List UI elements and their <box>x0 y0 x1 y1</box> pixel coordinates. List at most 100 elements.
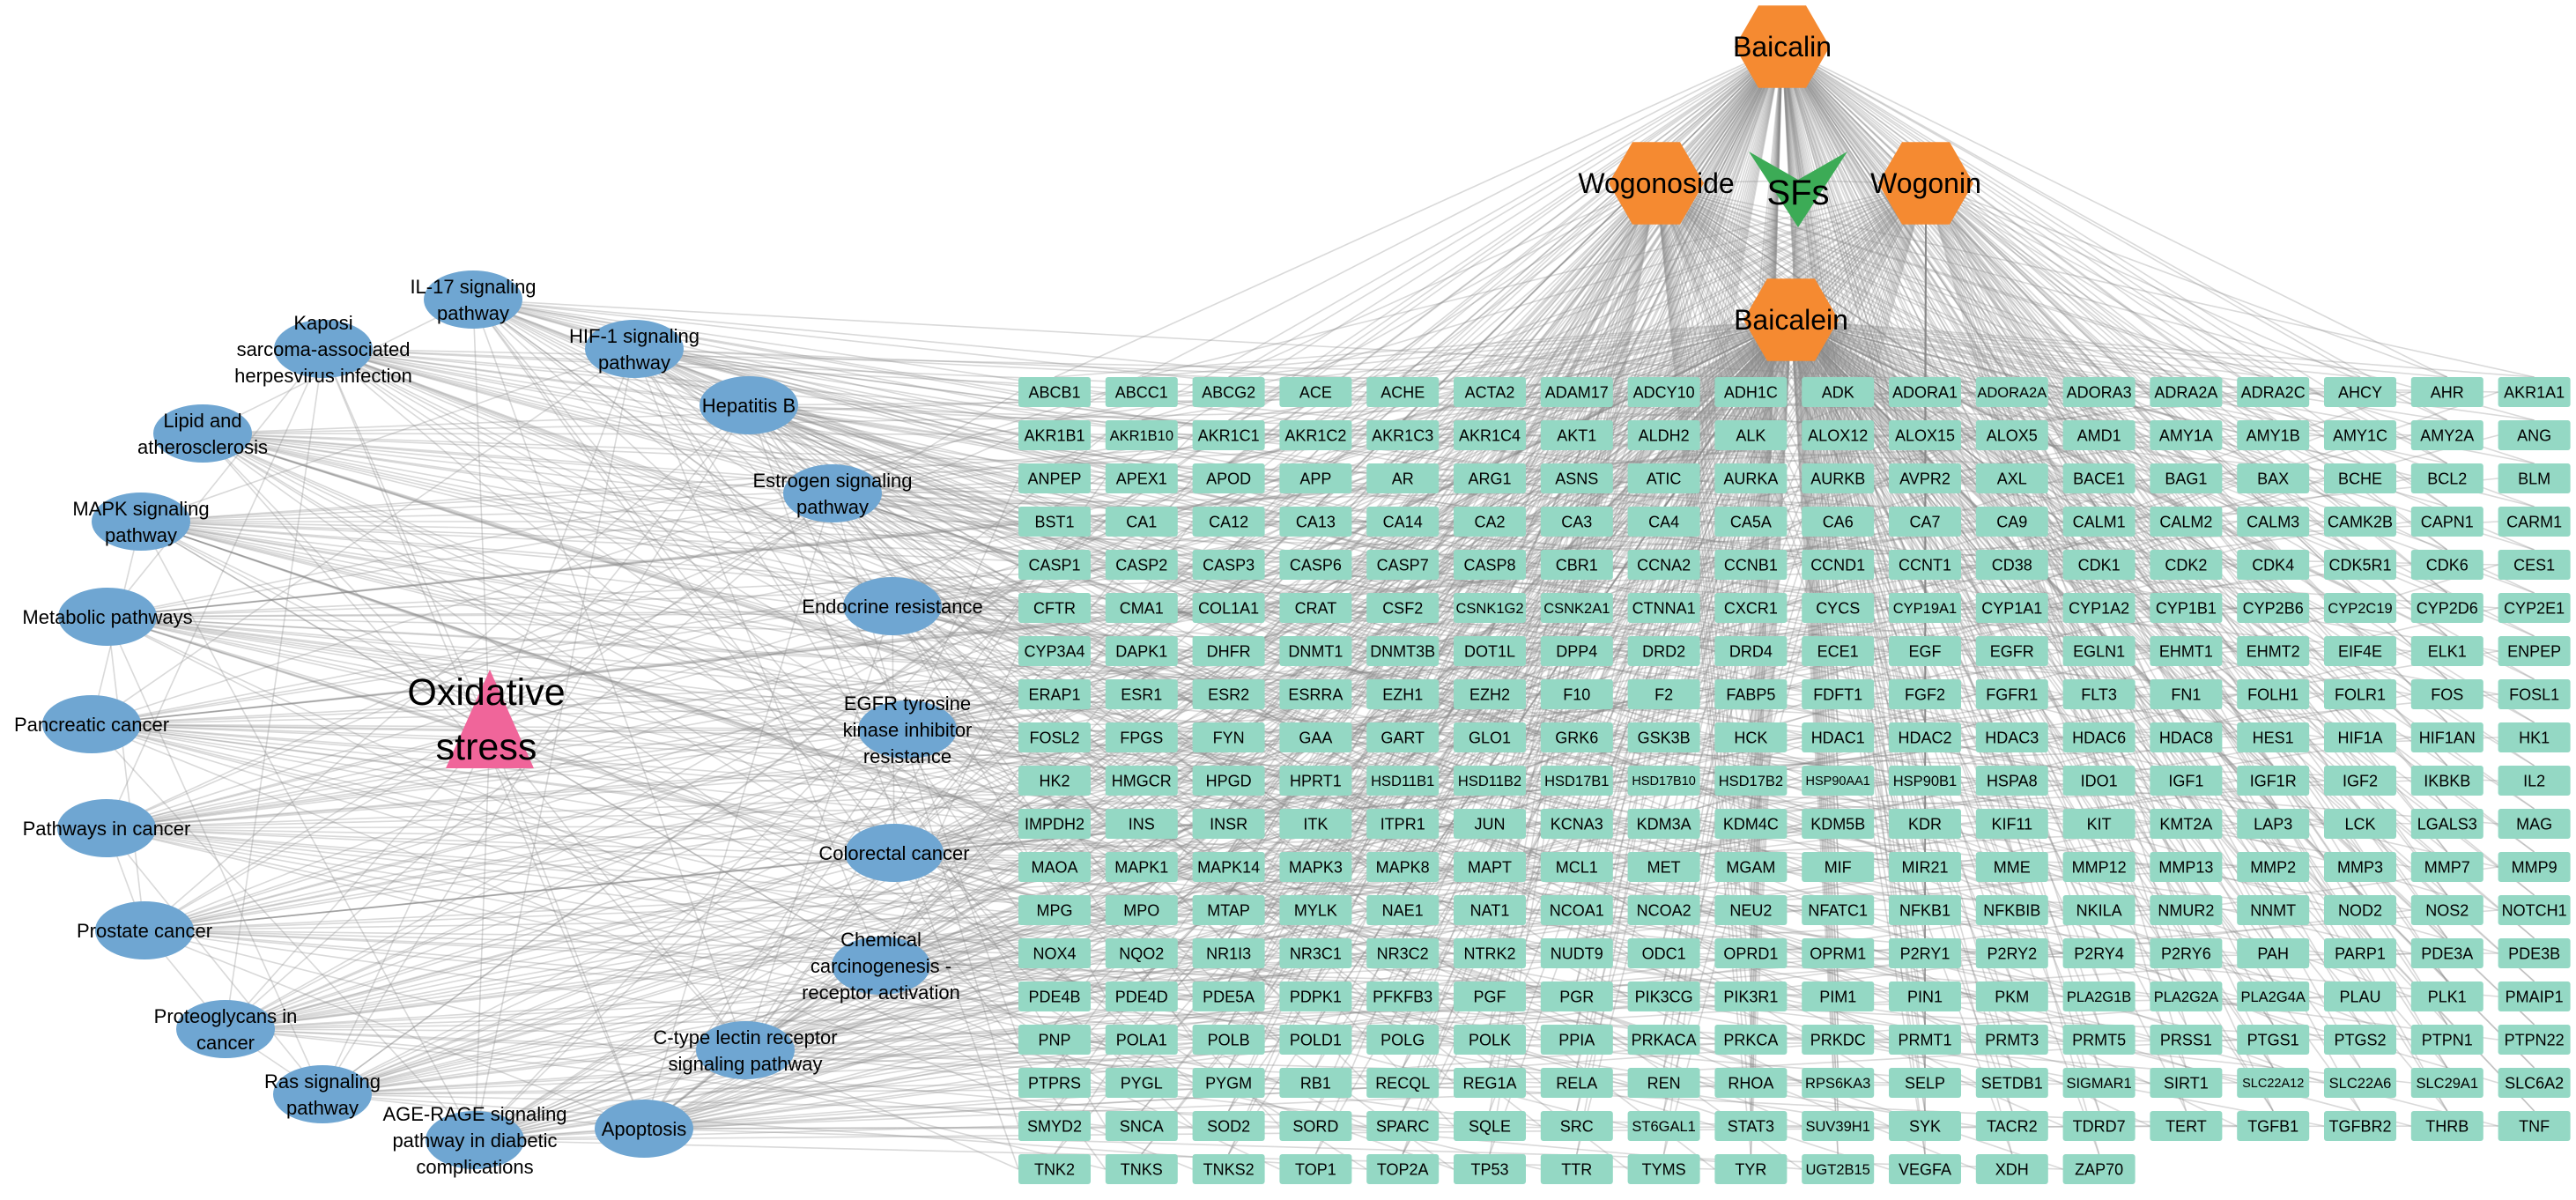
target-box <box>1540 722 1613 752</box>
target-node: CYP19A1 <box>1889 593 1961 623</box>
target-node: HCK <box>1714 722 1788 752</box>
network-edge <box>1781 46 2361 637</box>
target-box <box>1540 550 1613 580</box>
target-label: P2RY4 <box>2074 944 2124 962</box>
target-label: MYLK <box>1294 901 1337 919</box>
target-node: DOT1L <box>1454 636 1526 666</box>
network-edge <box>1141 182 1927 464</box>
target-label: CSNK2A1 <box>1543 601 1610 617</box>
target-node: MTAP <box>1192 895 1265 925</box>
target-label: THRB <box>2425 1117 2469 1135</box>
target-label: HCK <box>1734 729 1767 746</box>
target-node: MAPK1 <box>1105 852 1178 882</box>
target-node: CYP1A2 <box>2062 593 2136 623</box>
target-node: IL2 <box>2498 766 2571 796</box>
target-node: DRD4 <box>1714 636 1788 666</box>
pathway-label: Lipid and <box>163 410 241 432</box>
target-label: SIRT1 <box>2164 1074 2209 1092</box>
target-label: SELP <box>1905 1074 1945 1092</box>
target-label: FPGS <box>1120 729 1163 746</box>
network-edge <box>1141 319 1792 594</box>
network-edge <box>1054 46 1783 421</box>
target-node: HSD17B10 <box>1627 766 1700 796</box>
network-edge <box>1141 182 1927 723</box>
target-node: CDK2 <box>2150 550 2223 580</box>
target-box <box>1714 377 1788 407</box>
target-box <box>2062 1068 2136 1098</box>
target-label: MIR21 <box>1901 858 1948 876</box>
target-label: CES1 <box>2513 556 2555 574</box>
target-label: CASP7 <box>1377 556 1429 574</box>
pathway-label: Pancreatic cancer <box>14 714 169 736</box>
target-node: PGF <box>1454 981 1526 1011</box>
target-node: CRAT <box>1279 593 1352 623</box>
target-box <box>2237 420 2310 450</box>
target-box <box>2324 895 2396 925</box>
target-node: MAPK8 <box>1366 852 1440 882</box>
target-node: EZH2 <box>1454 679 1526 709</box>
pathway-label: pathway <box>105 524 177 546</box>
target-box <box>2150 507 2223 537</box>
target-node: RHOA <box>1714 1068 1788 1098</box>
target-label: FOSL1 <box>2509 685 2559 703</box>
target-node: ADORA2A <box>1975 377 2048 407</box>
network-edge <box>91 723 1628 1127</box>
target-node: MYLK <box>1279 895 1352 925</box>
target-node: PIN1 <box>1889 981 1961 1011</box>
target-box <box>2324 766 2396 796</box>
pathway-label: IL-17 signaling <box>410 276 536 298</box>
network-edge <box>1402 46 1783 594</box>
target-label: ASNS <box>1555 470 1598 487</box>
network-edge <box>1489 319 1792 594</box>
target-node: PRMT5 <box>2062 1025 2136 1055</box>
target-box <box>1018 938 1091 968</box>
network-edge <box>1662 182 1927 1026</box>
target-node: ACHE <box>1366 377 1440 407</box>
network-edge <box>744 391 2063 1051</box>
pathway-label: pathway <box>437 302 509 324</box>
target-node: ITPR1 <box>1366 809 1440 839</box>
target-node: ANG <box>2498 420 2571 450</box>
target-node: ADH1C <box>1714 377 1788 407</box>
target-node: GART <box>1366 722 1440 752</box>
network-edge <box>489 348 635 732</box>
target-box <box>2498 507 2571 537</box>
target-node: GLO1 <box>1454 722 1526 752</box>
target-node: ODC1 <box>1627 938 1700 968</box>
target-box <box>1018 1111 1091 1141</box>
network-edge <box>1228 319 1792 378</box>
target-node: PDE4D <box>1105 981 1178 1011</box>
network-edge <box>1054 319 1792 594</box>
target-node: FOLR1 <box>2324 679 2396 709</box>
network-edge <box>643 1039 2238 1130</box>
network-edge <box>1315 319 1792 594</box>
target-box <box>1540 766 1613 796</box>
target-box <box>1889 420 1961 450</box>
target-node: ALK <box>1714 420 1788 450</box>
pathway-label: AGE-RAGE signaling <box>382 1103 566 1125</box>
target-label: FYN <box>1213 729 1245 746</box>
network-edge <box>907 564 1280 730</box>
network-edge <box>1790 319 2535 378</box>
network-edge <box>144 930 1106 1170</box>
network-edge <box>1227 182 1657 1026</box>
network-edge <box>1790 319 2013 853</box>
network-edge <box>472 299 491 732</box>
network-edge <box>107 616 1802 781</box>
target-box <box>1627 852 1700 882</box>
target-box <box>1366 420 1440 450</box>
pathway-label: Apoptosis <box>602 1118 687 1140</box>
target-box <box>1279 636 1352 666</box>
network-edge <box>1790 319 1839 853</box>
network-edge <box>322 348 1628 479</box>
target-label: PNP <box>1038 1031 1070 1048</box>
target-box <box>1018 766 1091 796</box>
network-edge <box>225 909 2150 1030</box>
target-label: POLD1 <box>1290 1031 1342 1048</box>
target-box <box>1018 1025 1091 1055</box>
target-label: CYP19A1 <box>1893 601 1957 617</box>
target-box <box>1279 463 1352 493</box>
target-node: NCOA2 <box>1627 895 1700 925</box>
